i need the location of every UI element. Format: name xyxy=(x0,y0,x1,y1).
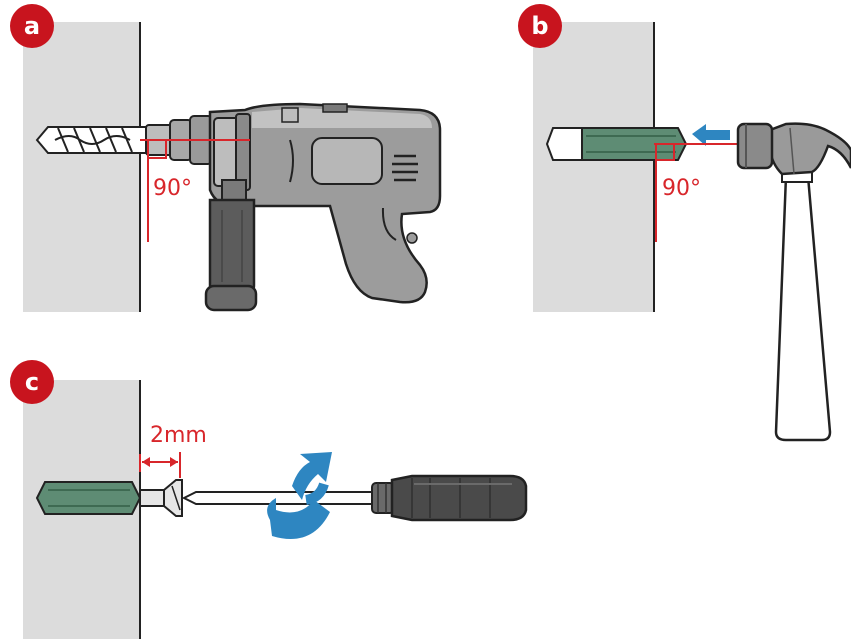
step-badge-b-label: b xyxy=(531,12,548,40)
drill-icon xyxy=(145,102,442,312)
panel-b: 90° b xyxy=(518,4,851,442)
step-badge-c-label: c xyxy=(25,368,39,396)
panel-a: 90° a xyxy=(10,4,442,312)
gap-dimension: 2mm xyxy=(139,423,207,478)
rotate-arrow-icon xyxy=(267,452,332,539)
drill-bit xyxy=(35,126,149,154)
step-badge-b: b xyxy=(518,4,562,48)
angle-label-a: 90° xyxy=(153,176,192,201)
screwdriver-icon xyxy=(181,474,528,522)
hammer-icon xyxy=(736,122,851,442)
right-angle-marker-a xyxy=(147,140,167,159)
angle-label-b: 90° xyxy=(662,176,701,201)
screw-icon xyxy=(139,479,183,517)
panel-c: 2mm c xyxy=(10,360,528,639)
wall-anchor-b xyxy=(545,127,688,161)
step-badge-c: c xyxy=(10,360,54,404)
step-badge-a: a xyxy=(10,4,54,48)
wall-b xyxy=(533,22,654,312)
step-badge-a-label: a xyxy=(24,12,40,40)
wall-a xyxy=(23,22,140,312)
right-angle-marker-b xyxy=(655,144,675,161)
wall-anchor-c xyxy=(35,481,142,515)
push-arrow-icon xyxy=(692,124,730,146)
gap-label: 2mm xyxy=(150,423,207,448)
